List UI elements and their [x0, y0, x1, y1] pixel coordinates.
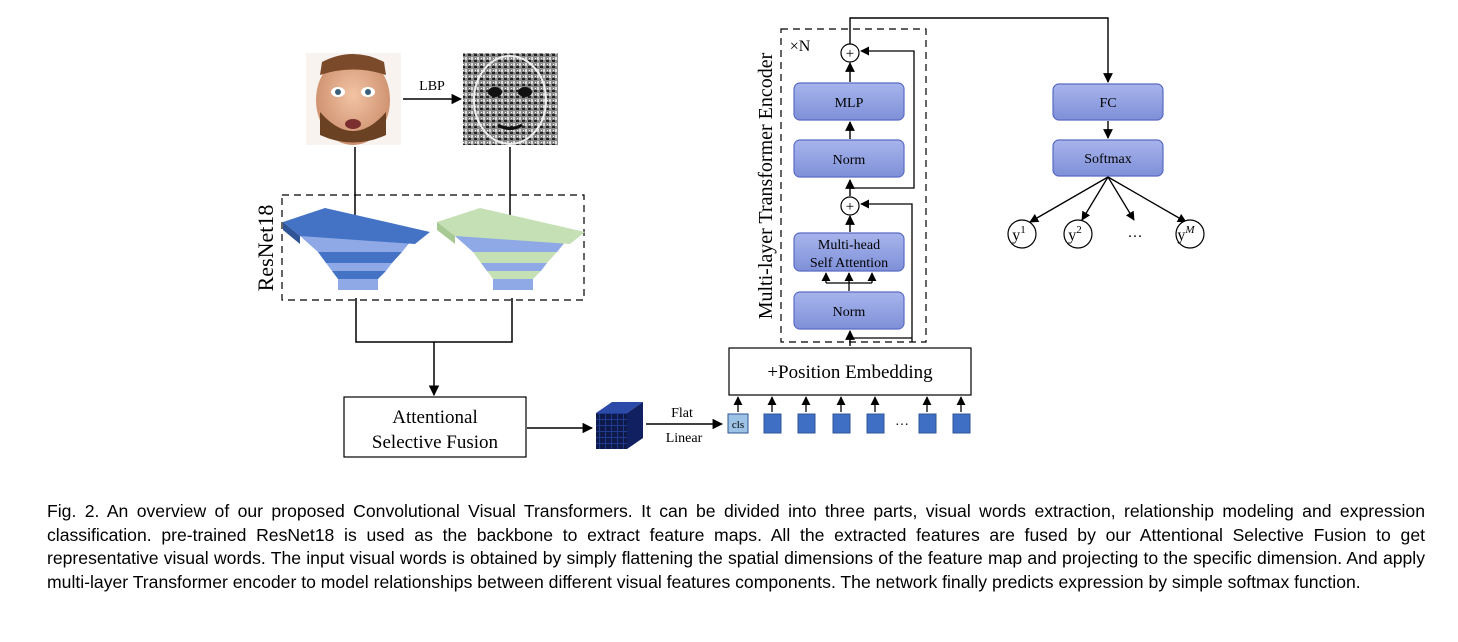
token — [866, 413, 885, 434]
repeat-label: ×N — [790, 38, 811, 55]
norm-bottom-block — [793, 291, 905, 330]
mhsa-label-line2: Self Attention — [810, 256, 888, 271]
flat-label: Flat — [671, 406, 693, 421]
resnet-pyramid-lbp — [437, 208, 585, 290]
token — [763, 413, 782, 434]
input-tokens: cls ··· — [727, 413, 971, 434]
token — [918, 413, 937, 434]
encoder-label: Multi-layer Transformer Encoder — [755, 52, 777, 319]
add-top-symbol: + — [846, 46, 854, 62]
add-bottom-symbol: + — [846, 199, 854, 215]
token — [797, 413, 816, 434]
token-arrows — [733, 396, 966, 412]
resnet-merge-lines — [355, 298, 513, 343]
position-embedding-box — [728, 347, 972, 396]
softmax-block — [1052, 139, 1164, 177]
norm-bottom-label: Norm — [833, 305, 866, 320]
output-node-1: y1 — [1007, 219, 1037, 249]
residual-bottom-line — [860, 199, 913, 342]
resnet-label: ResNet18 — [253, 205, 278, 292]
mlp-label: MLP — [835, 96, 864, 111]
cls-label: cls — [732, 419, 744, 431]
figure-caption: Fig. 2. An overview of our proposed Conv… — [47, 501, 1425, 592]
fusion-box — [343, 396, 527, 458]
resnet-dashed-box — [281, 194, 585, 301]
fc-label: FC — [1099, 96, 1116, 111]
lbp-label: LBP — [419, 79, 445, 94]
encoder-to-fc-line — [849, 17, 1113, 83]
qkv-arrows — [821, 272, 877, 291]
norm-top-label: Norm — [833, 153, 866, 168]
svg-text:y1: y1 — [1012, 224, 1026, 244]
face-image — [306, 53, 401, 145]
lbp-image — [463, 53, 558, 145]
position-embedding-label: +Position Embedding — [767, 362, 933, 383]
fusion-label-line2: Selective Fusion — [372, 432, 499, 453]
token-ellipsis: ··· — [895, 418, 909, 433]
feature-map-cube — [596, 402, 643, 449]
svg-text:yM: yM — [1177, 224, 1195, 244]
norm-top-block — [793, 139, 905, 178]
token — [952, 413, 971, 434]
mhsa-block — [793, 232, 905, 272]
output-ellipsis: ··· — [1128, 229, 1143, 245]
token — [832, 413, 851, 434]
architecture-diagram: LBP ResNet18 Attentional Selective Fusio… — [253, 17, 1205, 458]
residual-top-line — [850, 46, 915, 189]
mlp-block — [793, 82, 905, 121]
softmax-label: Softmax — [1084, 152, 1131, 167]
cls-token — [727, 413, 749, 434]
output-node-m: yM — [1175, 219, 1205, 249]
resnet-pyramid-face — [283, 208, 430, 290]
encoder-dashed-box — [780, 28, 927, 343]
svg-text:y2: y2 — [1068, 224, 1082, 244]
output-node-2: y2 — [1063, 219, 1093, 249]
add-bottom-circle — [840, 196, 860, 216]
output-arrows — [1029, 176, 1187, 223]
fusion-label-line1: Attentional — [392, 407, 477, 428]
mhsa-label-line1: Multi-head — [818, 238, 880, 253]
linear-label: Linear — [666, 431, 703, 446]
fc-block — [1052, 83, 1164, 121]
